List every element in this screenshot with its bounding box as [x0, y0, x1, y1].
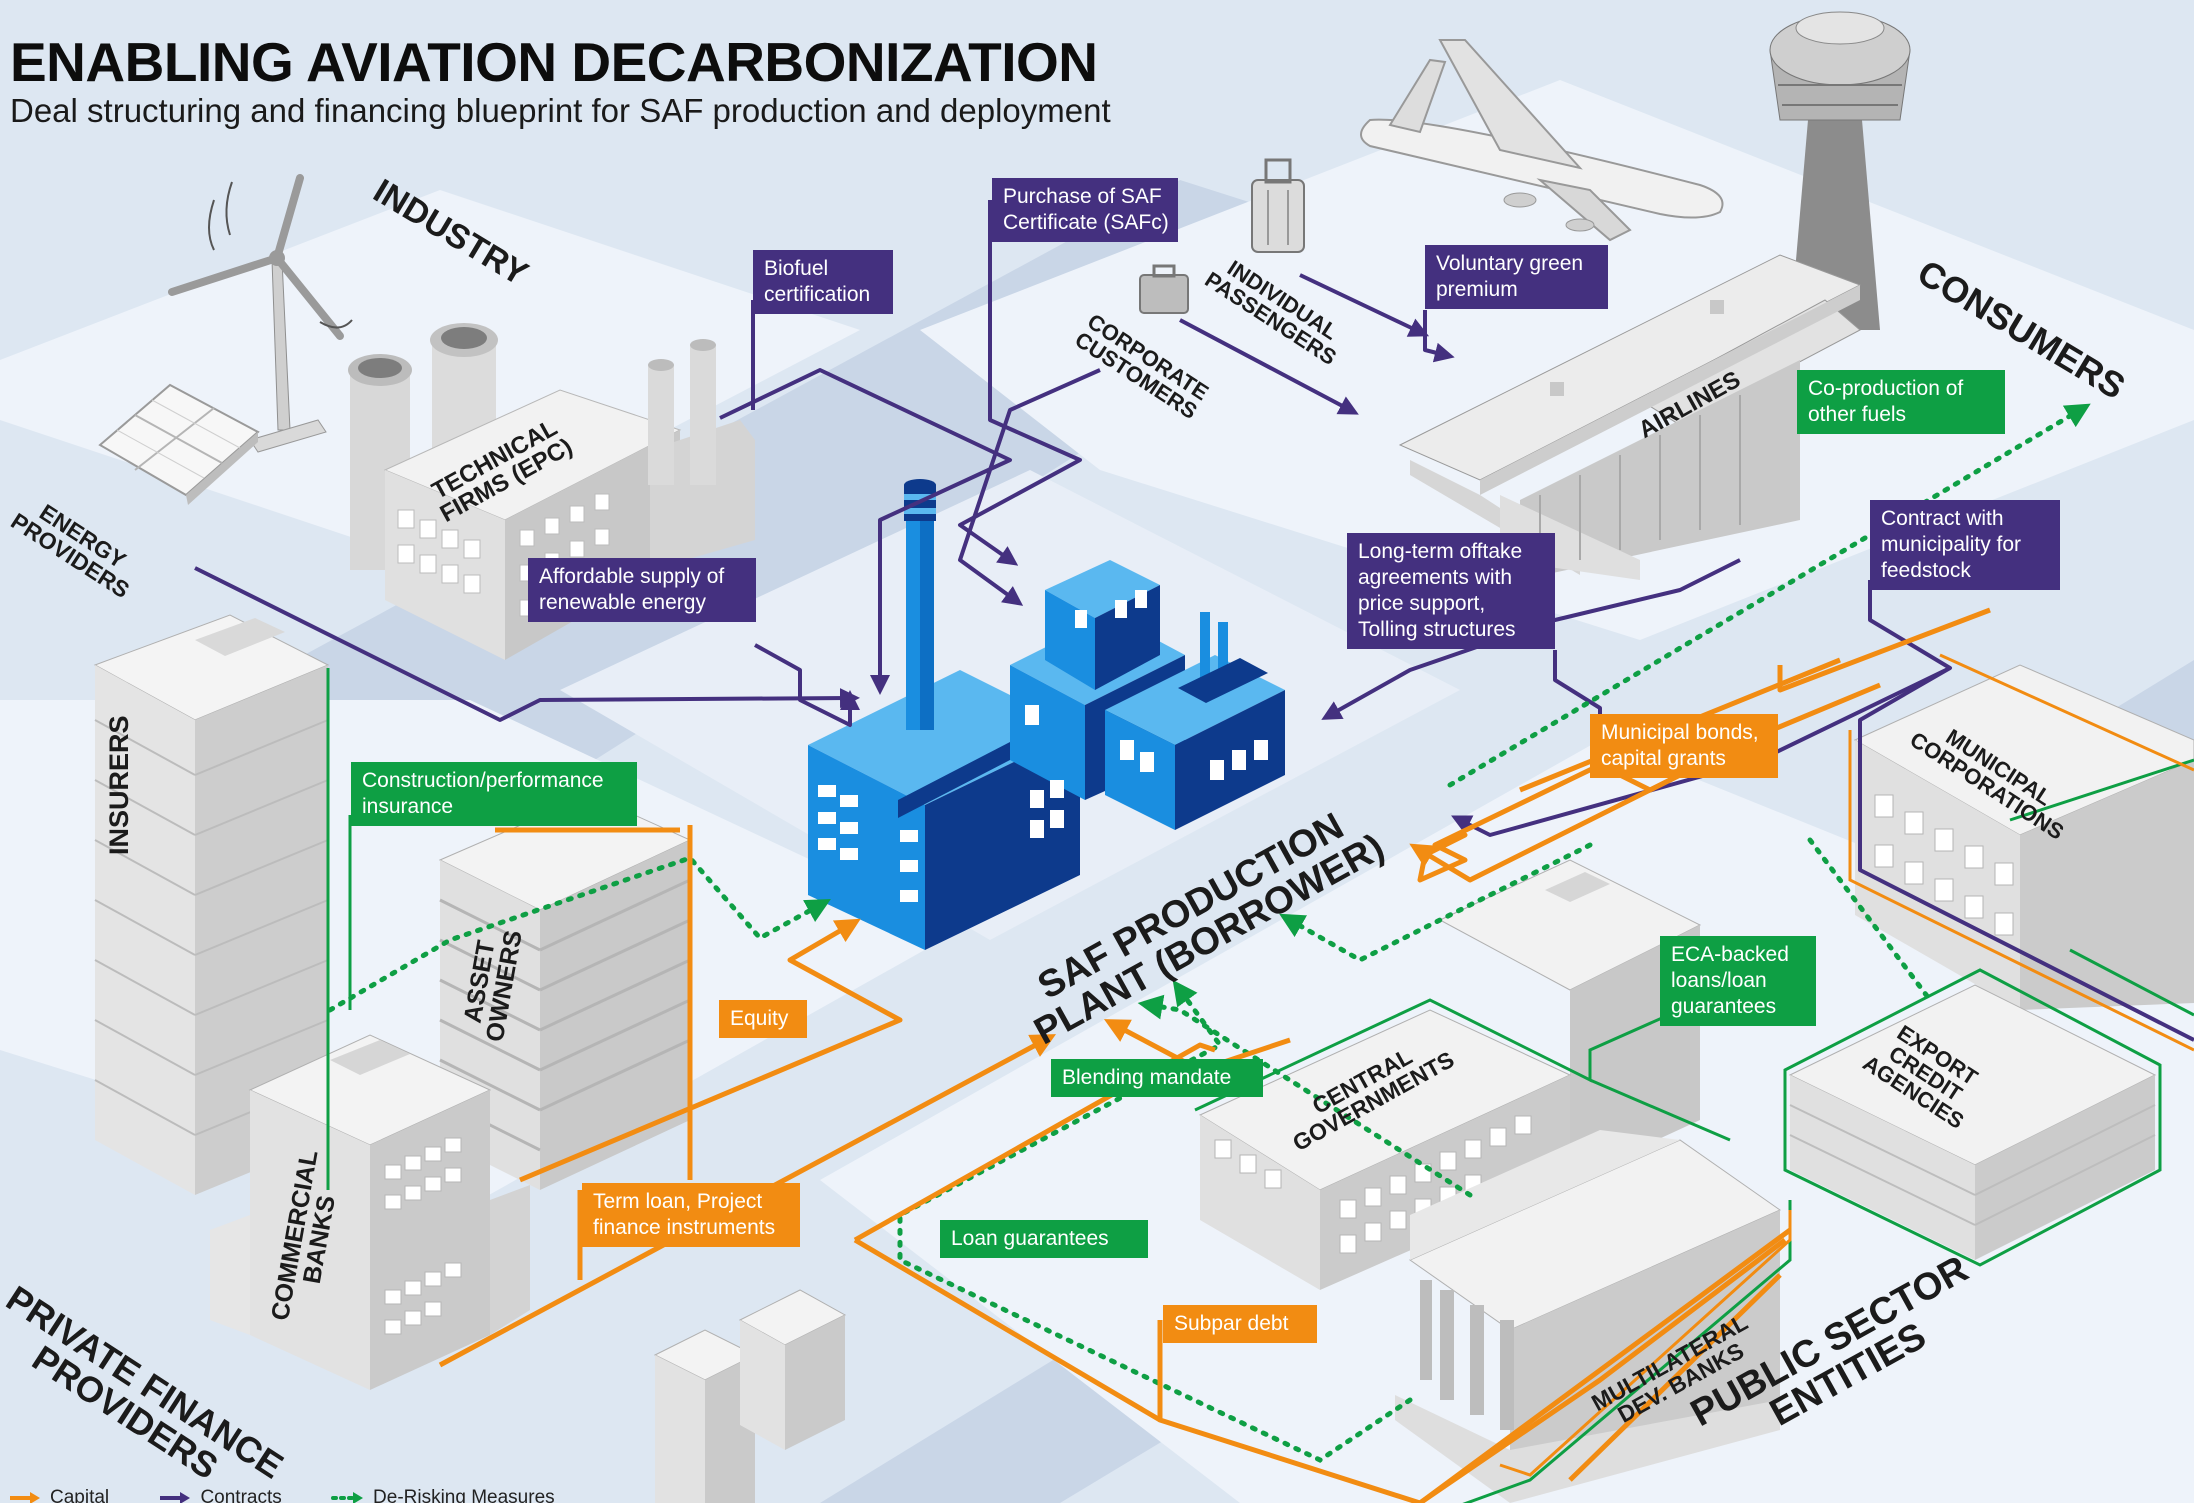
wind-turbine-icon: [168, 174, 353, 453]
flow-label-co-production: Co-production of other fuels: [1797, 370, 2005, 434]
small-buildings: [653, 1289, 847, 1503]
flow-label-loan-guarantees: Loan guarantees: [940, 1220, 1148, 1258]
contract-flows: [194, 200, 2194, 1042]
capital-outlines: [688, 653, 2194, 1477]
flow-label-blending-mandate: Blending mandate: [1051, 1059, 1263, 1097]
flow-label-eca-backed: ECA-backed loans/loan guarantees: [1660, 936, 1816, 1026]
legend-item-contracts: Contracts: [158, 1487, 282, 1503]
page-subtitle: Deal structuring and financing blueprint…: [10, 92, 1111, 129]
solar-panel-icon: [98, 383, 260, 505]
legend-item-derisking: De-Risking Measures: [331, 1487, 555, 1503]
central-governments-building: [1198, 859, 1702, 1290]
legend: Capital Contracts De-Risking Measures: [8, 1487, 599, 1503]
legend-label-capital: Capital: [50, 1487, 110, 1503]
derisking-arrow-icon: [331, 1491, 364, 1503]
flow-label-biofuel-certification: Biofuel certification: [753, 250, 893, 314]
airplane-icon: [1360, 39, 1724, 242]
contracts-arrow-icon: [160, 1491, 191, 1503]
legend-label-contracts: Contracts: [200, 1487, 282, 1503]
page-title: ENABLING AVIATION DECARBONIZATION: [10, 31, 1098, 93]
legend-label-derisking: De-Risking Measures: [373, 1487, 555, 1503]
flow-label-purchase-safc: Purchase of SAF Certificate (SAFc): [992, 178, 1178, 242]
capital-arrow-icon: [10, 1491, 40, 1503]
flow-label-term-loan: Term loan, Project finance instruments: [582, 1183, 800, 1247]
airlines-terminal: [1398, 254, 1862, 580]
luggage-icon: [1251, 158, 1305, 253]
derisking-flows: [327, 403, 2091, 1463]
flow-label-construction-insurance: Construction/performance insurance: [351, 762, 637, 826]
insurers-tower: [93, 614, 330, 1195]
export-credit-agencies-building: [1788, 984, 2157, 1260]
flow-label-equity: Equity: [719, 1000, 807, 1038]
commercial-banks-building: [210, 1034, 530, 1390]
flow-label-contract-municipality: Contract with municipality for feedstock: [1870, 500, 2060, 590]
flow-label-subpar-debt: Subpar debt: [1163, 1305, 1317, 1343]
actor-label-insurers: INSURERS: [104, 715, 134, 855]
flow-label-long-term-offtake: Long-term offtake agreements with price …: [1347, 533, 1555, 649]
flow-label-municipal-bonds: Municipal bonds, capital grants: [1590, 714, 1778, 778]
legend-item-capital: Capital: [8, 1487, 109, 1503]
briefcase-icon: [1139, 264, 1189, 314]
municipal-building: [1853, 664, 2194, 1010]
flow-label-voluntary-green-premium: Voluntary green premium: [1425, 245, 1608, 309]
flow-label-affordable-supply: Affordable supply of renewable energy: [528, 558, 756, 622]
